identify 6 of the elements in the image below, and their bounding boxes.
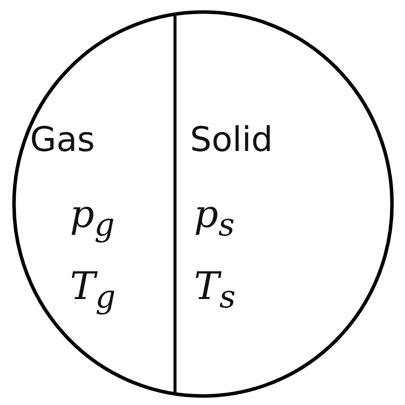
phase-label: Solid bbox=[190, 120, 273, 160]
temperature-symbol: T$_{s}$ bbox=[194, 264, 236, 316]
pressure-symbol: p$_{g}$ bbox=[70, 192, 115, 244]
phase-label: Gas bbox=[30, 120, 95, 160]
temperature-symbol: T$_{g}$ bbox=[70, 264, 116, 316]
pressure-symbol: p$_{s}$ bbox=[194, 192, 235, 244]
